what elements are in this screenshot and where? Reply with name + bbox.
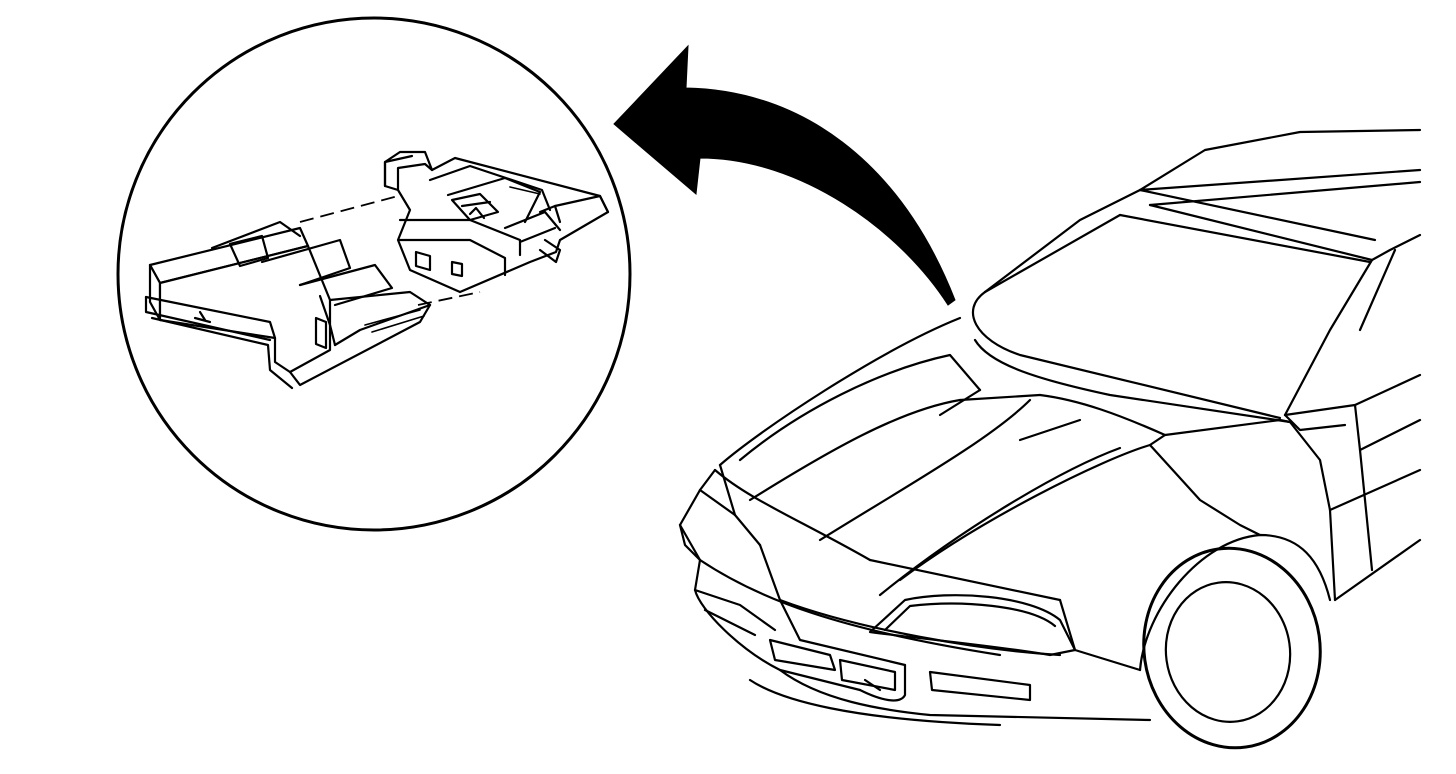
alignment-lines [299,194,481,306]
detail-view [116,16,632,532]
control-module [144,220,432,390]
mounting-bracket [383,150,610,294]
vehicle-front-view [678,128,1422,750]
detail-circle [116,16,632,532]
location-arrow [613,44,956,306]
